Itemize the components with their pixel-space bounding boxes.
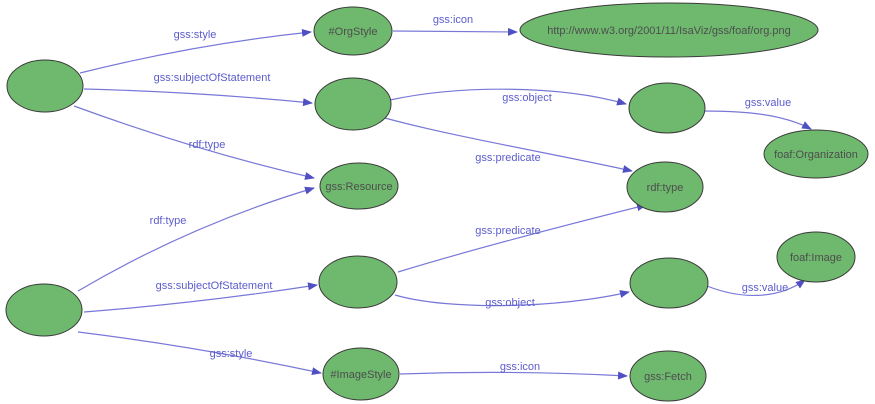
edge-label-icon-top: gss:icon [433,14,473,26]
edge-line-rdftype-bottom [77,186,315,292]
node-ellipse-org-style[interactable] [313,6,393,56]
edge-rdftype-top: rdf:type [73,105,315,180]
edge-line-predicate-bottom [397,203,647,273]
node-ellipse-org-icon-url[interactable] [519,2,819,58]
node-ellipse-image-style[interactable] [322,347,400,401]
edge-label-value-top: gss:value [745,97,791,109]
node-label-org-style: #OrgStyle [329,26,378,38]
edge-line-value-top [703,110,812,130]
edge-object-bottom-edge: gss:object [394,290,630,309]
node-ellipse-foaf-organization[interactable] [763,129,869,179]
edge-value-top: gss:value [703,97,812,130]
node-org-icon-url[interactable]: http://www.w3.org/2001/11/IsaViz/gss/foa… [519,2,819,58]
node-ellipse-gss-fetch[interactable] [629,350,707,402]
node-ellipse-object-top[interactable] [628,82,706,134]
edge-line-object-bottom-edge [394,290,630,307]
node-foaf-image[interactable]: foaf:Image [776,231,856,283]
edge-label-subject-bottom: gss:subjectOfStatement [156,280,273,292]
edge-line-icon-top [392,27,518,36]
node-statement-bottom[interactable] [318,255,398,309]
node-foaf-organization[interactable]: foaf:Organization [763,129,869,179]
node-ellipse-object-bottom[interactable] [629,257,709,309]
edge-label-rdftype-bottom: rdf:type [150,215,187,227]
node-label-org-icon-url: http://www.w3.org/2001/11/IsaViz/gss/foa… [547,25,791,37]
node-ellipse-rdf-type[interactable] [626,161,704,213]
edge-line-predicate-top [384,117,633,173]
node-object-bottom[interactable] [629,257,709,309]
node-ellipse-gss-resource[interactable] [319,162,399,210]
node-ellipse-foaf-image[interactable] [776,231,856,283]
edge-label-object-bottom-edge: gss:object [485,297,535,309]
edge-line-object-top-edge [389,88,627,106]
edge-icon-top: gss:icon [392,14,518,36]
node-statement-top[interactable] [314,77,392,131]
edge-line-value-bottom [706,279,806,297]
edge-predicate-top: gss:predicate [384,117,633,173]
edge-line-style-top [79,28,312,74]
node-org-style[interactable]: #OrgStyle [313,6,393,56]
node-ellipse-statement-bottom[interactable] [318,255,398,309]
edge-subject-top: gss:subjectOfStatement [83,72,313,107]
node-label-foaf-organization: foaf:Organization [774,149,858,161]
edge-subject-bottom: gss:subjectOfStatement [83,280,318,313]
node-object-top[interactable] [628,82,706,134]
node-label-gss-resource: gss:Resource [325,181,392,193]
edge-style-top: gss:style [79,28,312,74]
edge-label-icon-bottom: gss:icon [500,361,540,373]
node-rdf-type[interactable]: rdf:type [626,161,704,213]
edge-predicate-bottom: gss:predicate [397,203,647,273]
node-resource-top[interactable] [6,59,84,113]
node-ellipse-statement-top[interactable] [314,77,392,131]
edge-value-bottom: gss:value [706,279,806,297]
node-ellipse-resource-bottom[interactable] [5,283,83,337]
node-image-style[interactable]: #ImageStyle [322,347,400,401]
edge-line-subject-bottom [83,282,318,313]
edge-label-subject-top: gss:subjectOfStatement [154,72,271,84]
edge-line-subject-top [83,88,313,107]
node-label-gss-fetch: gss:Fetch [644,371,692,383]
node-resource-bottom[interactable] [5,283,83,337]
edge-label-style-bottom: gss:style [210,348,253,360]
edge-label-value-bottom: gss:value [742,282,788,294]
node-gss-fetch[interactable]: gss:Fetch [629,350,707,402]
edge-line-icon-bottom [399,371,628,380]
edge-label-object-top-edge: gss:object [502,92,552,104]
edge-line-style-bottom [77,331,322,376]
node-ellipse-resource-top[interactable] [6,59,84,113]
node-gss-resource[interactable]: gss:Resource [319,162,399,210]
edge-label-rdftype-top: rdf:type [189,139,226,151]
edge-label-style-top: gss:style [174,29,217,41]
node-label-rdf-type: rdf:type [647,182,684,194]
edge-label-predicate-bottom: gss:predicate [475,225,540,237]
edge-icon-bottom: gss:icon [399,361,628,380]
node-label-foaf-image: foaf:Image [790,252,842,264]
edge-label-predicate-top: gss:predicate [475,152,540,164]
edge-style-bottom: gss:style [77,331,322,376]
node-label-image-style: #ImageStyle [330,369,391,381]
edge-object-top-edge: gss:object [389,88,627,106]
edge-rdftype-bottom: rdf:type [77,186,315,292]
edge-line-rdftype-top [73,105,315,180]
